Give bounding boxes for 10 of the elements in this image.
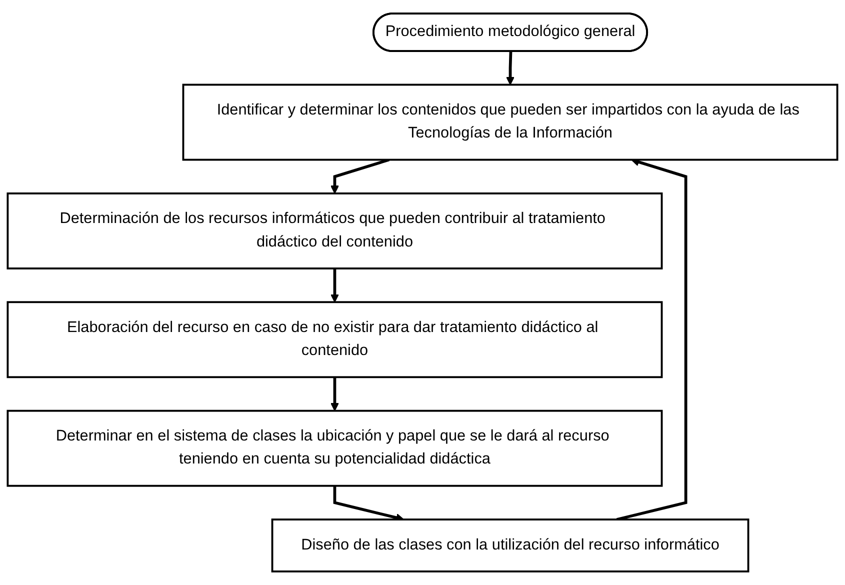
node-box: Determinar en el sistema de clases la ubicación y papel que se le dará al recurso teniendo en cuenta su potencialidad didáctica — [6, 410, 663, 487]
node-box: Diseño de las clases con la utilización del recurso informático — [271, 518, 750, 572]
arrow — [616, 158, 688, 521]
arrow — [506, 52, 514, 86]
arrow — [330, 268, 339, 302]
node-box: Identificar y determinar los contenidos que pueden ser impartidos con la ayuda de las Tecnologías de la Información — [182, 84, 838, 161]
node-box: Elaboración del recurso en caso de no existir para dar tratamiento didáctico al contenido — [6, 301, 663, 378]
node-box: Determinación de los recursos informáticos que pueden contribuir al tratamiento didáctico del contenido — [6, 192, 663, 270]
arrow — [330, 377, 339, 412]
arrow — [330, 158, 390, 194]
